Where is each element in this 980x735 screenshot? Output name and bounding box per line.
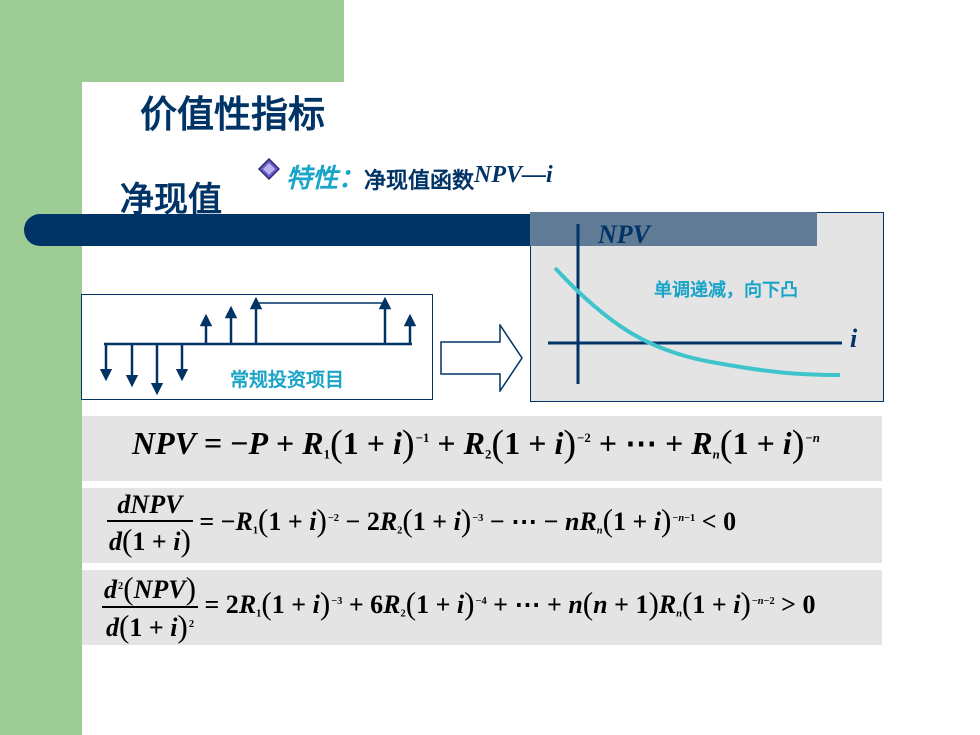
transition-arrow-icon [440, 324, 523, 392]
left-green-band [0, 0, 82, 735]
cashflow-arrows [99, 296, 417, 396]
formula-npv: NPV = −P + R1(1 + i)−1 + R2(1 + i)−2 + ⋯… [132, 422, 820, 465]
npv-curve [553, 266, 841, 377]
title-underline-bar [24, 214, 554, 246]
diamond-bullet-icon [258, 158, 280, 180]
formula-second-derivative: d2(NPV)d(1 + i)2 = 2R1(1 + i)−3 + 6R2(1 … [102, 571, 816, 645]
formula-npv-bar [82, 416, 882, 481]
cashflow-diagram: 常规投资项目 [81, 294, 433, 400]
graph-y-label: NPV [598, 220, 650, 249]
slide-title: 价值性指标 [140, 93, 325, 136]
section-label: 净现值 [120, 180, 222, 220]
formula-first-derivative-bar [82, 488, 882, 563]
cashflow-caption: 常规投资项目 [230, 369, 345, 391]
content-rounded-corner [82, 82, 152, 152]
bullet-key: 特性： [286, 164, 365, 194]
graph-x-label: i [850, 324, 858, 353]
bullet-line: 特性：净现值函数NPV—i [258, 158, 553, 195]
bullet-variable: NPV—i [474, 162, 553, 188]
top-green-band [82, 0, 344, 82]
formula-second-derivative-bar [82, 570, 882, 645]
graph-annotation: 单调递减，向下凸 [654, 280, 798, 301]
bullet-text: 净现值函数 [364, 169, 475, 194]
npv-curve-plot [548, 224, 842, 384]
